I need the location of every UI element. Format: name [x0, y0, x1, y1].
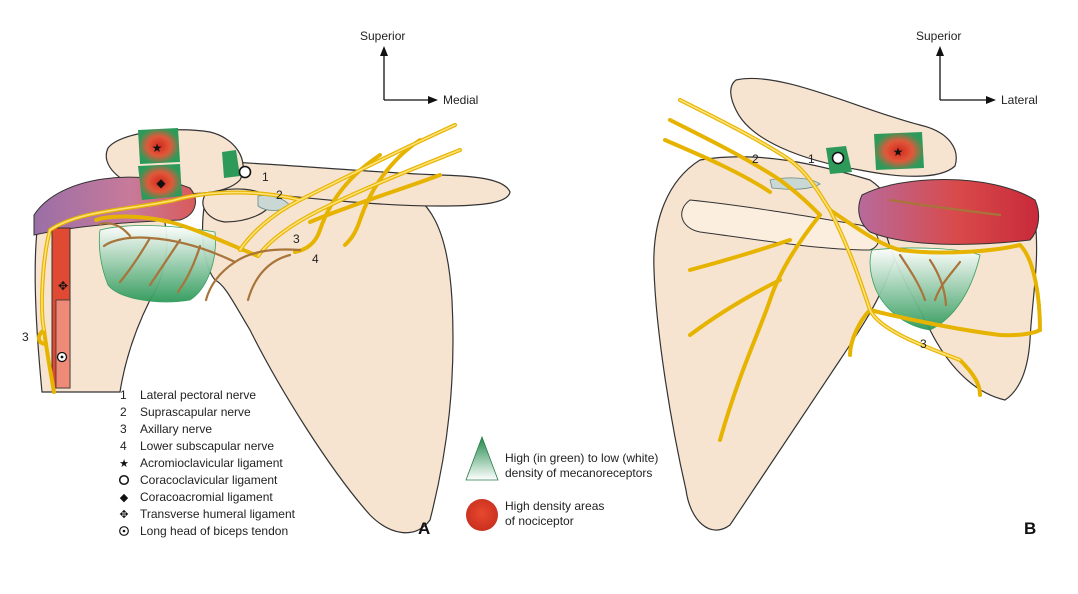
- legend-text-7: Coracoacromial ligament: [140, 490, 273, 504]
- nerve-number-1-b: 1: [808, 152, 815, 166]
- orientation-superior-a: Superior: [360, 29, 405, 43]
- diamond-icon: ◆: [156, 176, 166, 190]
- legend-key-1: 1: [120, 388, 127, 402]
- nerve-number-2-b: 2: [752, 152, 759, 166]
- orientation-superior-b: Superior: [916, 29, 961, 43]
- diamond-icon: ◆: [120, 492, 129, 504]
- nerves-b: [663, 98, 1042, 442]
- nerve-number-3-arm-a: 3: [22, 330, 29, 344]
- mechano-legend-line1: High (in green) to low (white): [505, 451, 658, 465]
- acromioclavicular-area-b: [874, 132, 924, 170]
- nerve-number-3-a: 3: [293, 232, 300, 246]
- nerve-number-4-a: 4: [312, 252, 319, 266]
- noci-legend-line2: of nociceptor: [505, 514, 574, 528]
- legend-key-4: 4: [120, 439, 127, 453]
- cross-dots-icon: ✥: [58, 279, 68, 293]
- star-icon: ★: [152, 141, 163, 155]
- coracoclavicular-area-a: [222, 150, 240, 178]
- biceps-tendon-lower-a: [55, 299, 71, 389]
- star-icon: ★: [119, 458, 129, 470]
- nerve-number-3-b: 3: [920, 337, 927, 351]
- ring-star-icon: [238, 165, 252, 179]
- legend-text-1: Lateral pectoral nerve: [140, 388, 256, 402]
- panel-label-a: A: [418, 519, 430, 538]
- legend-key-2: 2: [120, 405, 127, 419]
- coracoacromial-area-a: [138, 164, 182, 200]
- coracoid-a: [202, 188, 273, 223]
- legend-text-2: Suprascapular nerve: [140, 405, 251, 419]
- rotator-cuff-b: [858, 179, 1040, 245]
- circle-dot-icon-center: [122, 529, 126, 533]
- legend-key-3: 3: [120, 422, 127, 436]
- circle-dot-icon-center: [60, 355, 64, 359]
- mechano-legend-line2: density of mecanoreceptors: [505, 466, 652, 480]
- legend-text-8: Transverse humeral ligament: [140, 507, 296, 521]
- ring-star-icon: [831, 151, 845, 165]
- nociceptor-circle-swatch: [466, 499, 498, 531]
- noci-legend-line1: High density areas: [505, 499, 604, 513]
- legend-text-3: Axillary nerve: [140, 422, 212, 436]
- density-legend: High (in green) to low (white) density o…: [465, 435, 658, 531]
- legend-text-4: Lower subscapular nerve: [140, 439, 274, 453]
- panel-a-anterior-view: ★ ◆ ✥ 1: [22, 29, 511, 538]
- capsular-branches-a: [98, 222, 302, 302]
- legend-text-9: Long head of biceps tendon: [140, 524, 288, 538]
- scapula-b: [653, 156, 899, 531]
- orientation-indicator-b: Superior Lateral: [916, 29, 1038, 107]
- ring-star-icon: [118, 474, 130, 486]
- nerves-a: [37, 123, 462, 394]
- acromioclavicular-area-a: [138, 128, 180, 164]
- legend-text-5: Acromioclavicular ligament: [140, 456, 283, 470]
- scapular-spine-b: [681, 199, 879, 251]
- nerve-number-2-a: 2: [276, 188, 283, 202]
- nerve-number-1-a: 1: [262, 170, 269, 184]
- orientation-lateral-b: Lateral: [1001, 93, 1038, 107]
- inferior-capsule-a: [98, 225, 216, 303]
- panel-label-b: B: [1024, 519, 1036, 538]
- orientation-indicator-a: Superior Medial: [360, 29, 478, 107]
- star-icon: ★: [893, 145, 904, 159]
- orientation-medial-a: Medial: [443, 93, 478, 107]
- panel-b-posterior-view: ★ 2 1 3: [653, 29, 1042, 538]
- legend-text-6: Coracoclavicular ligament: [140, 473, 278, 487]
- cross-dots-icon: ✥: [119, 509, 128, 521]
- capsular-branches-b: [888, 198, 1002, 307]
- mechanoreceptor-triangle-swatch: [465, 435, 499, 481]
- nerve-ligament-legend: 1 Lateral pectoral nerve 2 Suprascapular…: [118, 388, 296, 538]
